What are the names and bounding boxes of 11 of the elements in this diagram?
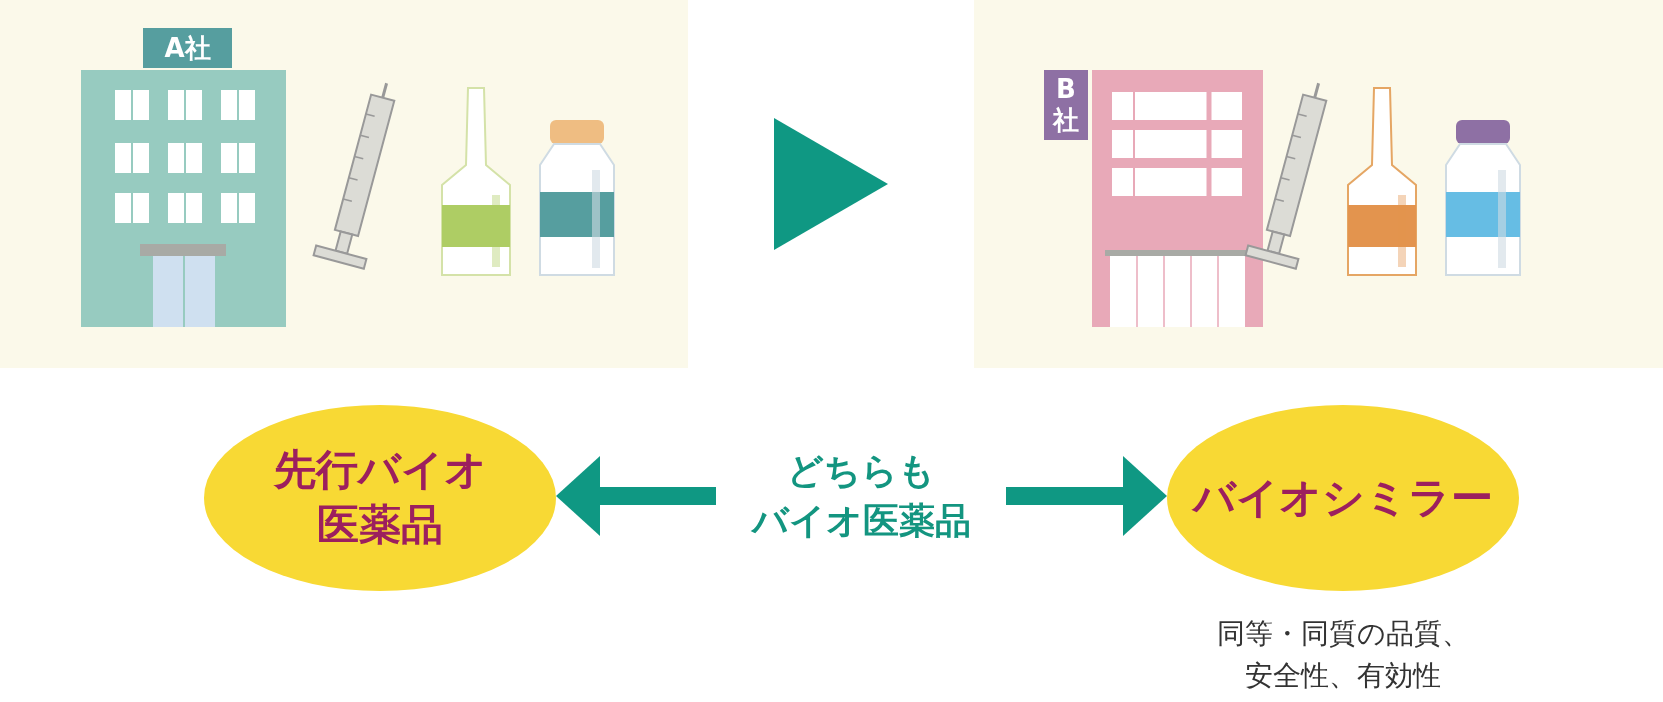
sign-label: A社 [143, 28, 232, 68]
sign-label: B社 [1044, 70, 1088, 141]
block-arrow [556, 456, 716, 536]
ellipse-label: バイオシミラー [1193, 471, 1493, 524]
ellipse-label: 先行バイオ医薬品 [272, 444, 488, 551]
triangle-arrow [774, 118, 888, 250]
note-text: 同等・同質の品質、安全性、有効性 [1215, 616, 1471, 694]
block-arrow [1006, 456, 1167, 536]
center-label: どちらもバイオ医薬品 [716, 440, 1006, 552]
illustration-panel [0, 0, 688, 368]
illustration-panel [974, 0, 1663, 368]
